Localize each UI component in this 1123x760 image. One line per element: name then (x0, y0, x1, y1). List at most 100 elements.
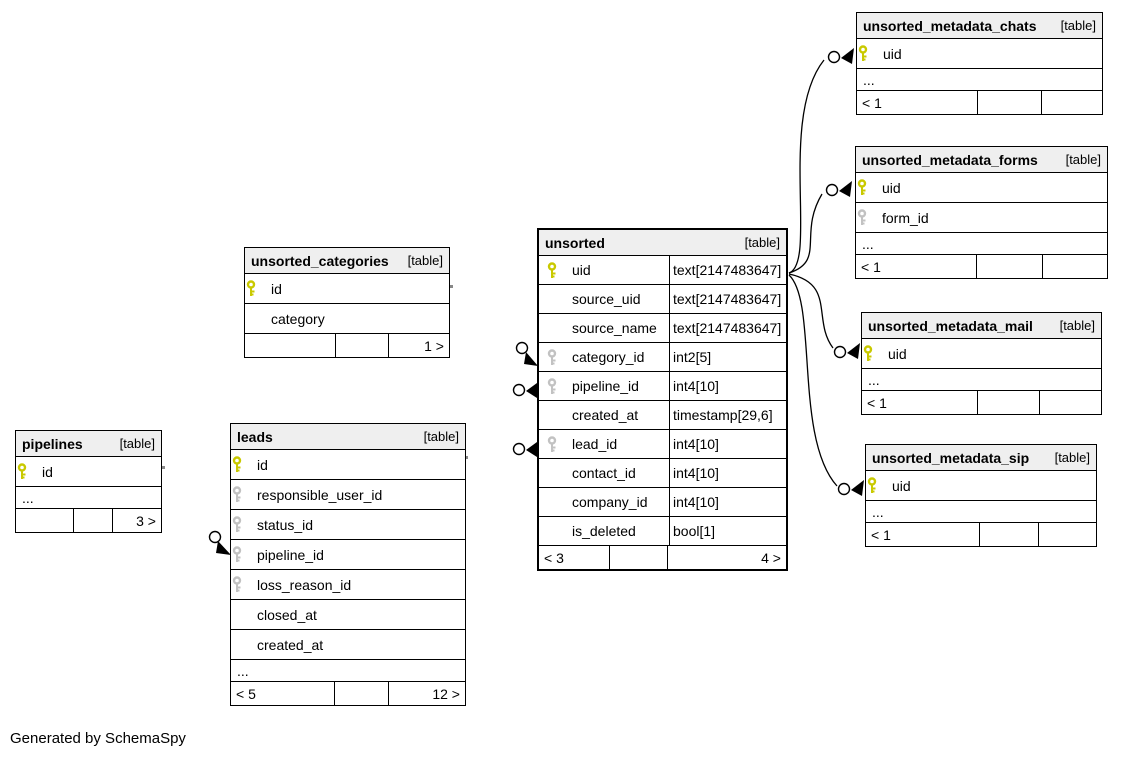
footer-parents-count: 4 > (667, 546, 786, 569)
footer-children-count: < 1 (862, 94, 882, 111)
foreign-key-icon (231, 576, 257, 593)
table-header[interactable]: unsorted_metadata_sip [table] (866, 445, 1096, 471)
edge-unsorted-sip (788, 274, 838, 487)
column-type: bool[1] (669, 517, 786, 545)
table-header[interactable]: unsorted_metadata_mail [table] (862, 313, 1101, 339)
column-type: text[2147483647] (669, 256, 786, 284)
table-unsorted-metadata-mail[interactable]: unsorted_metadata_mail [table] uid ... <… (861, 312, 1102, 415)
table-title: pipelines (22, 435, 83, 452)
column-uid: uid text[2147483647] (539, 256, 786, 285)
column-name: id (42, 463, 53, 480)
column-name: category_id (572, 349, 645, 365)
column-status-id: status_id (231, 510, 465, 540)
column-type: text[2147483647] (669, 314, 786, 342)
primary-key-icon (857, 45, 883, 62)
primary-key-icon (231, 456, 257, 473)
foreign-key-icon (546, 377, 572, 395)
footer-children-count (16, 509, 73, 532)
column-name: uid (572, 262, 591, 278)
column-name: status_id (257, 516, 314, 533)
table-header[interactable]: unsorted_metadata_chats [table] (857, 13, 1102, 39)
foreign-key-icon (546, 435, 572, 453)
column-name: id (257, 456, 268, 473)
table-footer: < 3 4 > (539, 546, 786, 569)
table-unsorted-categories[interactable]: unsorted_categories [table] id category … (244, 247, 450, 358)
table-footer: 1 > (245, 334, 449, 357)
primary-key-icon (866, 477, 892, 494)
table-tag: [table] (423, 429, 459, 444)
footer-mid-cell (334, 334, 388, 357)
footer-children-count: < 1 (861, 258, 881, 275)
column-type: int2[5] (669, 343, 786, 371)
edge-unsorted-mail (788, 273, 834, 349)
table-header[interactable]: leads [table] (231, 424, 465, 450)
column-name: lead_id (572, 436, 618, 452)
column-pipeline-id: pipeline_id int4[10] (539, 372, 786, 401)
column-type: int4[10] (669, 430, 786, 458)
column-name: loss_reason_id (257, 576, 352, 593)
column-category-id: category_id int2[5] (539, 343, 786, 372)
column-name: form_id (882, 209, 929, 226)
generated-by-note: Generated by SchemaSpy (10, 730, 186, 747)
table-unsorted-metadata-sip[interactable]: unsorted_metadata_sip [table] uid ... < … (865, 444, 1097, 547)
table-leads[interactable]: leads [table] id responsible_user_id sta… (230, 423, 466, 706)
table-pipelines[interactable]: pipelines [table] id ... 3 > (15, 430, 162, 533)
column-is-deleted: is_deleted bool[1] (539, 517, 786, 546)
column-name: company_id (572, 494, 648, 510)
table-footer: < 1 (866, 523, 1096, 546)
table-tag: [table] (1060, 18, 1096, 33)
table-title: unsorted (545, 234, 605, 251)
table-header[interactable]: pipelines [table] (16, 431, 161, 457)
table-tag: [table] (119, 436, 155, 451)
column-name: uid (883, 45, 902, 62)
column-type: int4[10] (669, 372, 786, 400)
table-title: unsorted_metadata_forms (862, 151, 1038, 168)
table-title: leads (237, 428, 273, 445)
table-header[interactable]: unsorted_metadata_forms [table] (856, 147, 1107, 173)
column-name: pipeline_id (257, 546, 324, 563)
primary-key-icon (16, 463, 42, 480)
column-loss-reason-id: loss_reason_id (231, 570, 465, 600)
column-type: int4[10] (669, 488, 786, 516)
primary-key-icon (862, 345, 888, 362)
more-columns-ellipsis: ... (856, 233, 1107, 255)
table-unsorted-metadata-forms[interactable]: unsorted_metadata_forms [table] uid form… (855, 146, 1108, 279)
footer-mid-cell (609, 546, 667, 569)
more-columns-ellipsis: ... (857, 69, 1102, 91)
edge-unsorted-chats (788, 59, 825, 274)
footer-mid-cell (976, 255, 1041, 278)
column-id: id (245, 274, 449, 304)
table-tag: [table] (407, 253, 443, 268)
column-lead-id: lead_id int4[10] (539, 430, 786, 459)
primary-key-icon (856, 179, 882, 196)
table-header[interactable]: unsorted [table] (539, 230, 786, 256)
table-header[interactable]: unsorted_categories [table] (245, 248, 449, 274)
foreign-key-icon (231, 516, 257, 533)
table-footer: 3 > (16, 509, 161, 532)
footer-parents-count (1038, 523, 1096, 546)
table-footer: < 1 (862, 391, 1101, 414)
table-footer: < 5 12 > (231, 682, 465, 705)
more-columns-ellipsis: ... (16, 487, 161, 509)
footer-children-count: < 1 (871, 526, 891, 543)
column-closed-at: closed_at (231, 600, 465, 630)
column-responsible-user-id: responsible_user_id (231, 480, 465, 510)
column-name: source_name (572, 320, 657, 336)
footer-mid-cell (976, 391, 1039, 414)
edge-unsorted-forms (788, 193, 823, 274)
footer-mid-cell (333, 682, 388, 705)
column-uid: uid (866, 471, 1096, 501)
column-name: category (271, 310, 325, 327)
primary-key-icon (245, 280, 271, 297)
column-company-id: company_id int4[10] (539, 488, 786, 517)
column-name: pipeline_id (572, 378, 639, 394)
column-created-at: created_at timestamp[29,6] (539, 401, 786, 430)
footer-parents-count: 1 > (387, 334, 449, 357)
footer-mid-cell (72, 509, 112, 532)
table-unsorted-metadata-chats[interactable]: unsorted_metadata_chats [table] uid ... … (856, 12, 1103, 115)
column-name: source_uid (572, 291, 641, 307)
foreign-key-icon (231, 546, 257, 563)
table-tag: [table] (1065, 152, 1101, 167)
footer-children-count (245, 334, 335, 357)
table-unsorted[interactable]: unsorted [table] uid text[2147483647] so… (537, 228, 788, 571)
